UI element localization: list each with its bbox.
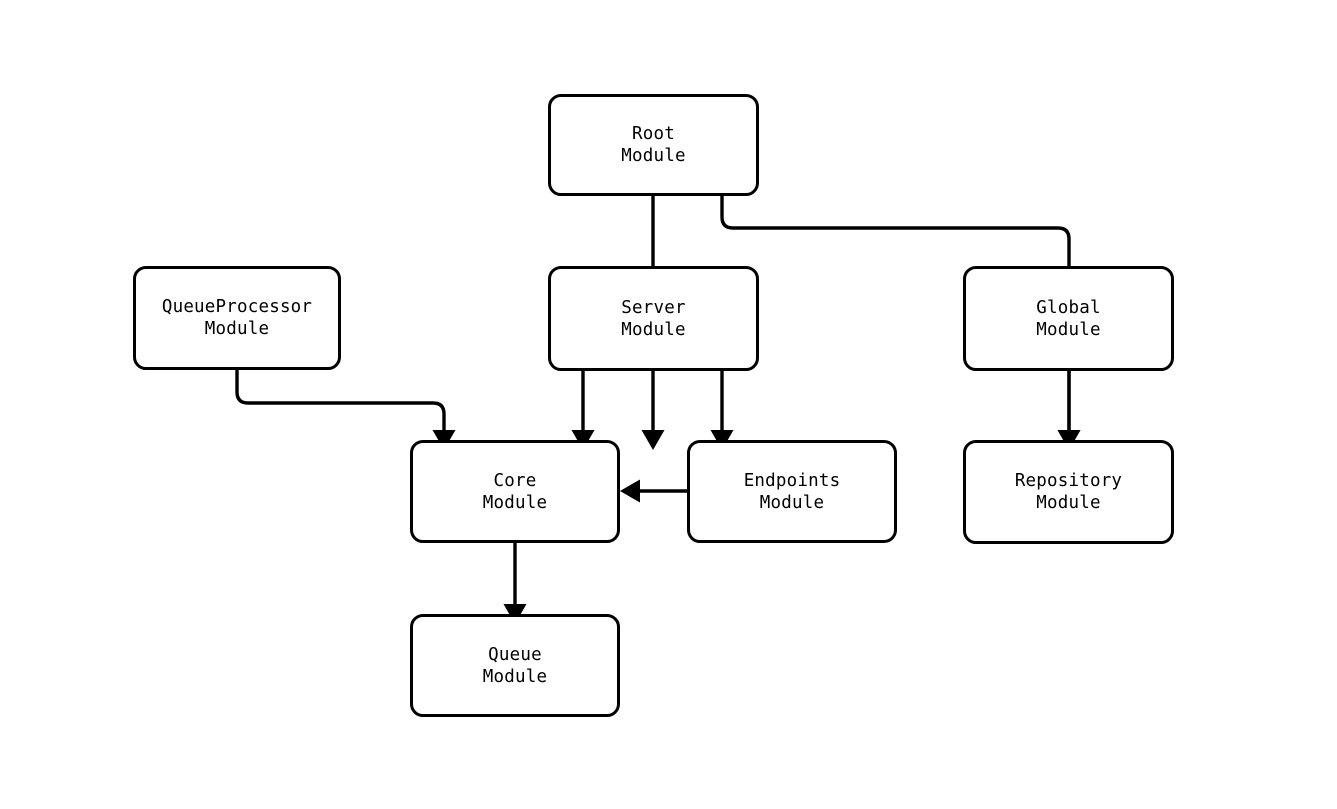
node-queue-module-label: Queue Module	[482, 644, 548, 687]
edge-global-repository	[1057, 371, 1081, 450]
node-global-module-label: Global Module	[1036, 297, 1101, 340]
node-core-module[interactable]: Core Module	[410, 440, 620, 543]
node-global-module[interactable]: Global Module	[963, 266, 1174, 371]
node-queue-module[interactable]: Queue Module	[410, 614, 620, 717]
node-root-module-label: Root Module	[621, 124, 686, 166]
node-endpoints-module-label: Endpoints Module	[743, 470, 841, 513]
node-repository-module-label: Repository Module	[1014, 471, 1123, 513]
node-repository-module[interactable]: Repository Module	[963, 440, 1174, 544]
edge-core-queue	[503, 543, 527, 624]
edge-endpoints-core	[620, 479, 687, 503]
edge-server-core	[571, 371, 595, 450]
node-server-module[interactable]: Server Module	[548, 266, 759, 371]
edge-queueprocessor-core	[235, 370, 456, 450]
node-root-module[interactable]: Root Module	[548, 94, 759, 196]
node-endpoints-module[interactable]: Endpoints Module	[687, 440, 897, 543]
node-core-module-label: Core Module	[482, 470, 548, 513]
node-queueprocessor-module[interactable]: QueueProcessor Module	[133, 266, 341, 370]
node-server-module-label: Server Module	[621, 297, 686, 340]
edge-server-endpoints	[710, 371, 734, 450]
node-queueprocessor-module-label: QueueProcessor Module	[161, 297, 313, 339]
